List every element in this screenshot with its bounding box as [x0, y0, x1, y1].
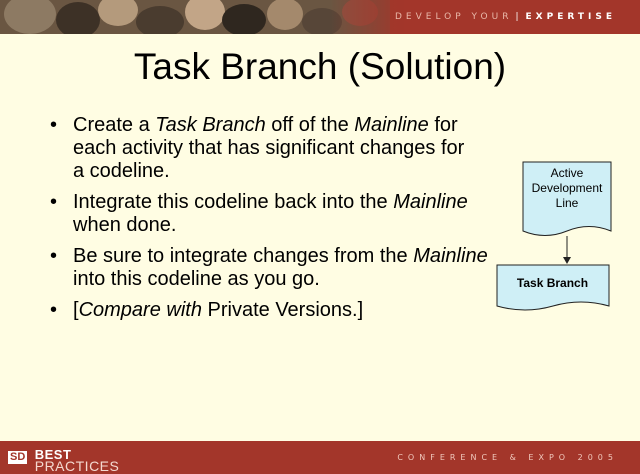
bullet-emphasis-text: Mainline — [413, 245, 488, 267]
footer-bar: SD BEST PRACTICES CONFERENCE & EXPO 2005 — [0, 441, 640, 474]
bullet-text: [ — [73, 299, 79, 321]
banner-tagline-separator: | — [515, 12, 523, 22]
bullet-text: off of the — [265, 114, 355, 136]
bullet-text: Private Versions.] — [201, 299, 364, 321]
bullet-text: Create a — [73, 114, 156, 136]
banner-tagline-part2: EXPERTISE — [525, 12, 616, 22]
bullet-text: Integrate this codeline back into the — [73, 191, 394, 213]
banner-red-band — [330, 0, 640, 34]
bullet-text: into this codeline as you go. — [73, 268, 320, 290]
bullet-item: [Compare with Private Versions.] — [50, 299, 510, 322]
bullet-emphasis-text: Compare with — [78, 299, 202, 321]
bullet-text: when done. — [73, 214, 177, 236]
bullet-text: Be sure to integrate changes from the — [73, 245, 414, 267]
bullet-item: Integrate this codeline back into the Ma… — [50, 191, 473, 237]
bullet-list: Create a Task Branch off of the Mainline… — [50, 114, 510, 330]
logo-wordmark: BEST PRACTICES — [34, 447, 120, 474]
header-banner: DEVELOP YOUR|EXPERTISE — [0, 0, 640, 34]
bullet-emphasis-text: Mainline — [393, 191, 468, 213]
bullet-emphasis-text: Mainline — [354, 114, 429, 136]
sd-best-practices-logo: SD BEST PRACTICES — [8, 447, 120, 474]
bullet-item: Create a Task Branch off of the Mainline… — [50, 114, 473, 183]
slide-title: Task Branch (Solution) — [133, 46, 507, 87]
active-development-line-label: Active Development Line — [531, 166, 603, 210]
footer-tagline: CONFERENCE & EXPO 2005 — [397, 453, 618, 462]
logo-sd-badge: SD — [8, 451, 28, 464]
bullet-text: for each activity that has significant c… — [73, 114, 465, 182]
bullet-item: Be sure to integrate changes from the Ma… — [50, 245, 493, 291]
banner-tagline: DEVELOP YOUR|EXPERTISE — [395, 12, 616, 22]
bullet-emphasis-text: Task Branch — [155, 114, 266, 136]
banner-tagline-part1: DEVELOP YOUR — [395, 12, 513, 22]
logo-best: BEST — [34, 447, 72, 462]
connector-arrowhead — [563, 257, 571, 264]
task-branch-label: Task Branch — [516, 276, 589, 290]
logo-practices: PRACTICES — [34, 458, 120, 474]
